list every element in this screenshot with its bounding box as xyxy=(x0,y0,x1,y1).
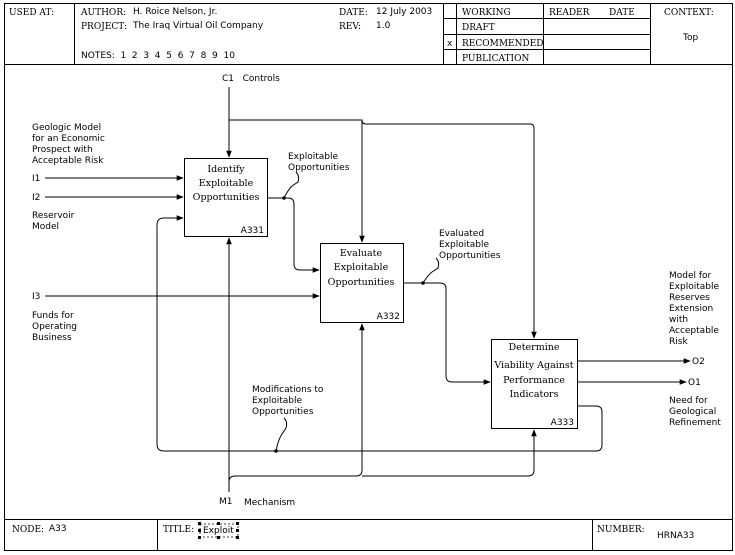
notes-label: NOTES: 1 2 3 4 5 6 7 8 9 10 xyxy=(81,51,235,61)
box-a332-line-1: Evaluate xyxy=(340,248,383,259)
flow-evaluated-label-2: Exploitable xyxy=(439,240,489,250)
output-o2-label-1: Model for xyxy=(669,271,712,281)
input-i3-label-2: Operating xyxy=(32,322,77,332)
number-value: HRNA33 xyxy=(657,531,694,541)
input-i1-id: I1 xyxy=(32,174,40,184)
date-label: DATE: xyxy=(339,8,368,18)
input-i3-label-3: Business xyxy=(32,333,72,343)
box-a331-line-3: Opportunities xyxy=(193,192,260,203)
used-at-label: USED AT: xyxy=(9,8,54,18)
header: USED AT: AUTHOR: H. Roice Nelson, Jr. PR… xyxy=(4,3,732,65)
box-a332-line-3: Opportunities xyxy=(328,277,395,288)
rev-value: 1.0 xyxy=(376,21,391,31)
output-o2-label-7: Risk xyxy=(669,337,688,347)
flow-modifications-label-1: Modifications to xyxy=(252,385,324,395)
control-c1-label: C1 Controls xyxy=(222,74,280,84)
input-i2-label-1: Reservoir xyxy=(32,211,75,221)
flow-exploitable-opportunities: Exploitable Opportunities xyxy=(268,152,350,273)
box-a332-id: A332 xyxy=(377,312,400,322)
input-i1-label-2: for an Economic xyxy=(32,134,105,144)
page-frame xyxy=(4,3,733,551)
input-i1-label-1: Geologic Model xyxy=(32,123,101,133)
box-a331-line-2: Exploitable xyxy=(199,178,254,189)
title-label: TITLE: xyxy=(163,525,194,535)
status-recommended: RECOMMENDED xyxy=(462,39,544,49)
project-value: The Iraq Virtual Oil Company xyxy=(132,21,264,31)
box-a333-line-1: Determine xyxy=(508,342,559,353)
output-o2-label-5: with xyxy=(669,315,688,325)
status-working: WORKING xyxy=(462,8,511,18)
input-i3-label-1: Funds for xyxy=(32,311,74,321)
author-value: H. Roice Nelson, Jr. xyxy=(133,7,217,17)
output-o2: O2 Model for Exploitable Reserves Extens… xyxy=(578,271,719,367)
context-value: Top xyxy=(682,33,698,43)
control-arrows xyxy=(226,87,537,339)
box-a331-id: A331 xyxy=(241,226,264,236)
input-i1: Geologic Model for an Economic Prospect … xyxy=(32,123,184,184)
rev-label: REV: xyxy=(339,22,361,32)
input-i3: I3 Funds for Operating Business xyxy=(32,292,320,343)
output-o2-label-2: Exploitable xyxy=(669,282,719,292)
input-i1-label-4: Acceptable Risk xyxy=(32,156,104,166)
output-o1-label-2: Geological xyxy=(669,407,716,417)
status-check-mark: x xyxy=(447,39,453,49)
box-a331-line-1: Identify xyxy=(207,164,245,175)
flow-exploitable-label-1: Exploitable xyxy=(288,152,338,162)
date-value: 12 July 2003 xyxy=(376,7,432,17)
flow-evaluated-opportunities: Evaluated Exploitable Opportunities xyxy=(404,229,501,385)
box-a333-id: A333 xyxy=(551,418,574,428)
reader-label: READER xyxy=(549,8,590,18)
status-publication: PUBLICATION xyxy=(462,54,529,64)
output-o1-label-3: Refinement xyxy=(669,418,721,428)
box-a333-line-3: Performance xyxy=(503,375,565,386)
box-a333-line-4: Indicators xyxy=(510,389,559,400)
number-label: NUMBER: xyxy=(597,525,645,535)
input-i2: I2 Reservoir Model xyxy=(32,193,184,232)
flow-modifications-label-3: Opportunities xyxy=(252,407,314,417)
box-a332-line-2: Exploitable xyxy=(334,262,389,273)
output-o1-label-1: Need for xyxy=(669,396,708,406)
box-a331[interactable]: Identify Exploitable Opportunities A331 xyxy=(184,158,268,237)
mechanism-arrows: M1 Mechanism xyxy=(219,237,537,508)
project-label: PROJECT: xyxy=(81,22,127,32)
mechanism-m1-label: Mechanism xyxy=(244,498,295,508)
title-selection-handles xyxy=(198,522,239,539)
node-value: A33 xyxy=(49,524,67,534)
output-o2-label-6: Acceptable xyxy=(669,326,719,336)
input-i1-label-3: Prospect with xyxy=(32,145,93,155)
box-a332[interactable]: Evaluate Exploitable Opportunities A332 xyxy=(320,243,404,323)
flow-modifications-feedback: Modifications to Exploitable Opportuniti… xyxy=(156,215,603,453)
context-label: CONTEXT: xyxy=(664,8,714,18)
box-a333-line-2: Viability Against xyxy=(493,360,573,371)
output-o1-id: O1 xyxy=(688,378,701,388)
output-o2-label-3: Reserves xyxy=(669,293,710,303)
output-o1: O1 Need for Geological Refinement xyxy=(578,378,721,428)
flow-evaluated-label-3: Opportunities xyxy=(439,251,501,261)
status-draft: DRAFT xyxy=(462,23,495,33)
flow-modifications-label-2: Exploitable xyxy=(252,396,302,406)
box-a333[interactable]: Determine Viability Against Performance … xyxy=(491,339,578,429)
flow-evaluated-label-1: Evaluated xyxy=(439,229,484,239)
title-value: Exploit xyxy=(203,526,234,536)
mechanism-m1-id: M1 xyxy=(219,497,233,507)
output-o2-label-4: Extension xyxy=(669,304,713,314)
input-i2-label-2: Model xyxy=(32,222,59,232)
footer: NODE: A33 TITLE: Exploit NUMBER: HRNA33 xyxy=(4,519,732,550)
flow-exploitable-label-2: Opportunities xyxy=(288,163,350,173)
input-i3-id: I3 xyxy=(32,292,40,302)
output-o2-id: O2 xyxy=(692,357,705,367)
input-i2-id: I2 xyxy=(32,193,40,203)
reader-date-label: DATE xyxy=(609,8,635,18)
author-label: AUTHOR: xyxy=(80,8,126,18)
node-label: NODE: xyxy=(12,525,44,535)
